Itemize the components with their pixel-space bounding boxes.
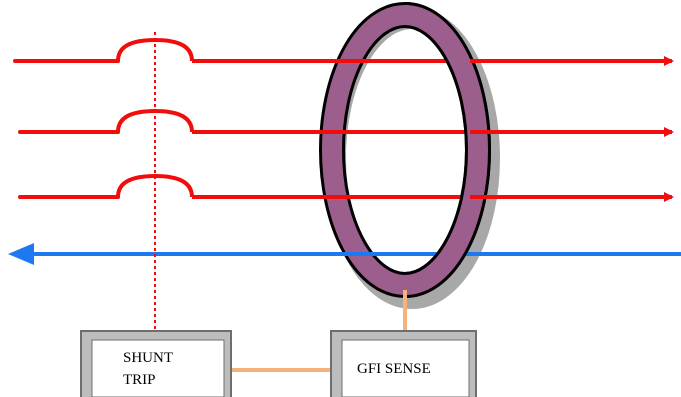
shunt-trip-label-2: TRIP <box>123 372 156 388</box>
shunt-trip-label-1: SHUNT <box>123 350 173 366</box>
phase-line-3 <box>18 173 470 199</box>
toroid-front-fill <box>404 5 488 295</box>
shunt-trip-box: SHUNT TRIP <box>80 330 232 397</box>
phase-line-2 <box>18 108 470 134</box>
breaker-arc-icon <box>116 173 194 198</box>
gfi-sense-box: GFI SENSE <box>330 330 477 397</box>
gfi-sense-label: GFI SENSE <box>357 361 431 377</box>
arrow-head-icon <box>8 243 34 265</box>
phase-line-1 <box>13 37 470 63</box>
